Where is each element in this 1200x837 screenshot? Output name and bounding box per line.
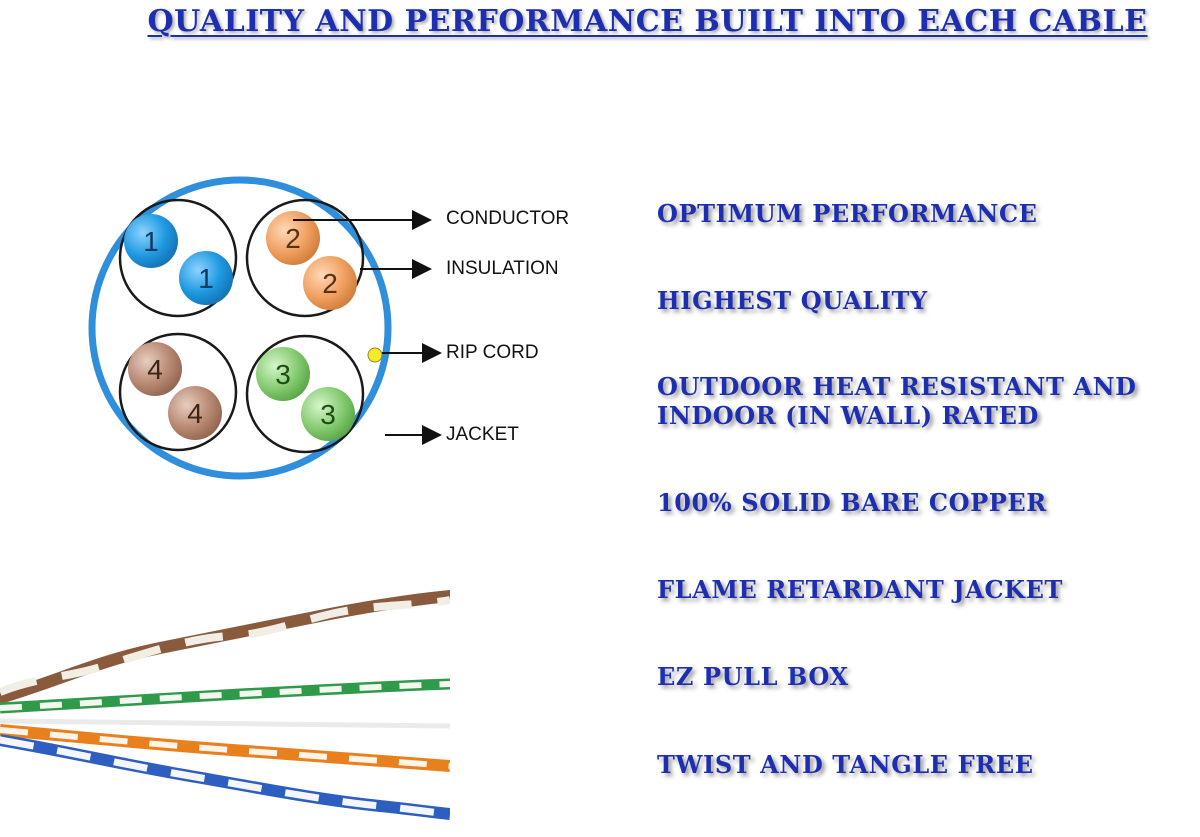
pair-3-wire-b	[301, 387, 355, 441]
green-white-wire	[0, 681, 451, 711]
jacket-label: JACKET	[446, 424, 519, 445]
conductor-label: CONDUCTOR	[446, 208, 570, 229]
pair-3-label-a: 3	[275, 359, 291, 390]
pair-2-label-a: 2	[285, 223, 301, 254]
pair-2-ring	[245, 198, 365, 318]
pair-1-label-b: 1	[198, 263, 214, 294]
feature-item: OPTIMUM PERFORMANCE	[657, 199, 1038, 228]
twisted-pair-wires-illustration	[0, 580, 456, 833]
pair-3-ring	[245, 334, 365, 454]
pair-1-wire-a	[124, 214, 178, 268]
pair-4-label-b: 4	[187, 398, 203, 429]
twisted-wires-graphic	[0, 590, 456, 820]
pair-4-wire-a	[128, 342, 182, 396]
pair-2-wire-b	[303, 256, 357, 310]
feature-item: 100% SOLID BARE COPPER	[657, 488, 1047, 517]
pair-3-label-b: 3	[320, 399, 336, 430]
pair-4-wire-b	[168, 386, 222, 440]
white-wire	[0, 718, 451, 729]
pair-3-wire-a	[256, 347, 310, 401]
feature-item: OUTDOOR HEAT RESISTANT AND INDOOR (IN WA…	[657, 372, 1137, 430]
cable-cross-section-diagram: 1 1 2 2 4 4 3 3 CONDUCTOR INSULATION RIP…	[80, 145, 600, 515]
feature-item: TWIST AND TANGLE FREE	[657, 750, 1034, 779]
rip-cord-label: RIP CORD	[446, 342, 539, 363]
rip-cord-dot	[367, 347, 383, 363]
pair-4-label-a: 4	[147, 354, 163, 385]
feature-item: EZ PULL BOX	[657, 662, 849, 691]
green-wire	[0, 678, 451, 714]
feature-item: FLAME RETARDANT JACKET	[657, 575, 1063, 604]
pair-1-label-a: 1	[143, 226, 159, 257]
insulation-label: INSULATION	[446, 258, 559, 279]
pair-2-label-b: 2	[322, 268, 338, 299]
feature-item: HIGHEST QUALITY	[657, 286, 928, 315]
pair-4-ring	[118, 332, 238, 452]
orange-white-wire	[0, 727, 451, 769]
blue-white-wire	[0, 736, 451, 818]
cross-section-graphic: 1 1 2 2 4 4 3 3	[88, 176, 442, 480]
page-title: QUALITY AND PERFORMANCE BUILT INTO EACH …	[147, 4, 1148, 39]
pair-1-wire-b	[179, 251, 233, 305]
brown-white-wire	[0, 596, 451, 696]
pair-2-wire-a	[266, 211, 320, 265]
pair-1-ring	[118, 198, 238, 318]
